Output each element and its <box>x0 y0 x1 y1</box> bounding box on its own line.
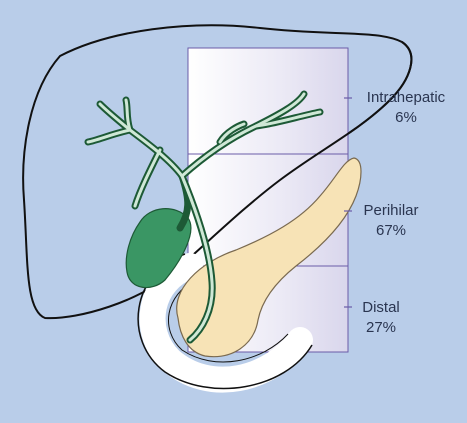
label-perihilar-percent: 67% <box>375 222 407 239</box>
liver-edge <box>169 41 413 276</box>
label-intrahepatic-percent: 6% <box>395 109 417 126</box>
duodenum-inner-outline <box>167 279 289 363</box>
pancreas <box>176 157 362 358</box>
region-panel-intrahepatic <box>187 47 349 155</box>
bile-duct-tree <box>84 90 324 344</box>
gallbladder <box>125 208 192 289</box>
duodenum <box>139 253 313 393</box>
label-intrahepatic-name: Intrahepatic <box>366 89 446 106</box>
label-intrahepatic: Intrahepatic 6% <box>350 88 462 128</box>
label-distal: Distal 27% <box>352 298 410 338</box>
label-distal-percent: 27% <box>365 319 397 336</box>
label-distal-name: Distal <box>362 299 400 316</box>
label-perihilar: Perihilar 67% <box>350 201 432 241</box>
label-perihilar-name: Perihilar <box>363 202 419 219</box>
